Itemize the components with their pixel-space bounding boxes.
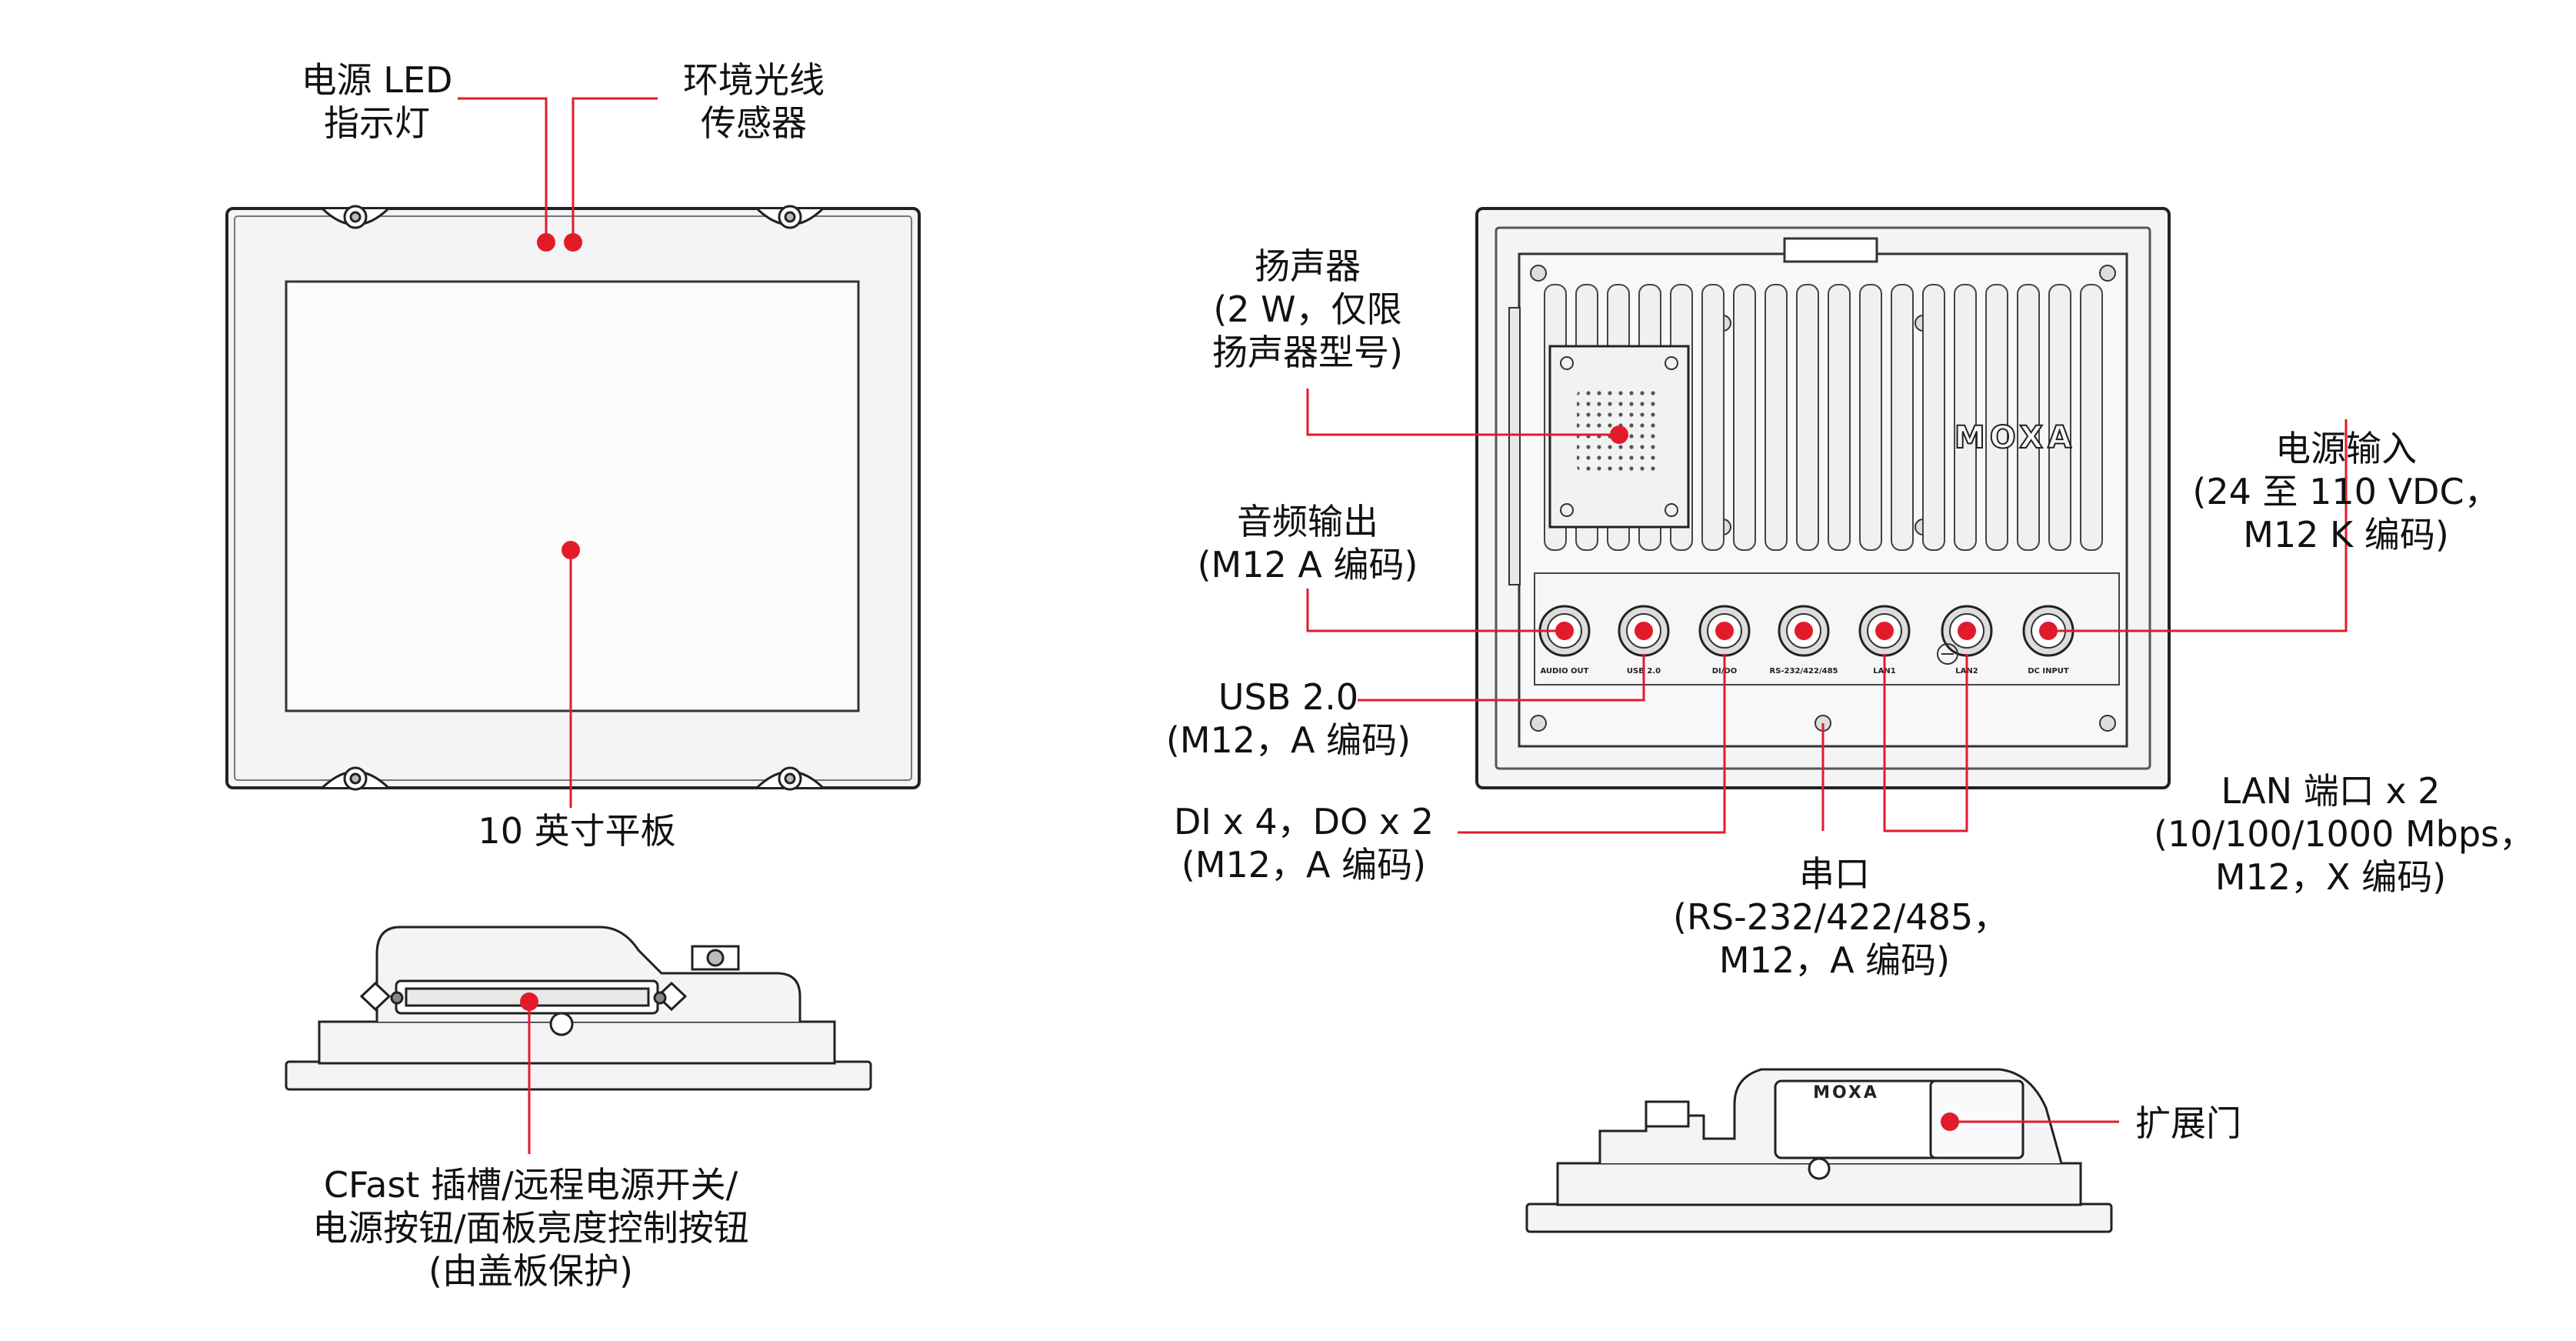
heatsink-fin [1891,284,1914,551]
callout-dot [1941,1112,1959,1131]
bottom-view [285,926,872,1091]
front-screen [285,280,860,712]
heatsink-fin [1985,284,2008,551]
ground-icon [1937,643,1958,665]
heatsink-fin [1859,284,1882,551]
callout-dot [562,541,580,559]
connector-label: AUDIO OUT [1541,667,1589,676]
leader-lines [458,97,2348,1154]
label-lan: LAN 端口 x 2(10/100/1000 Mbps，M12，X 编码) [2154,770,2535,898]
mount-tab [322,205,824,791]
label-tablet: 10 英寸平板 [478,810,676,852]
callout-dot [1958,622,1976,640]
heatsink-fin [2048,284,2071,551]
label-power-input: 电源输入(24 至 110 VDC，M12 K 编码) [2192,428,2500,555]
expansion-door [1929,1079,2024,1159]
heatsink-fin [1828,284,1851,551]
leader-line [1883,654,1968,832]
label-expansion-door: 扩展门 [2135,1102,2241,1144]
callout-dot [1715,622,1734,640]
leader-line [458,97,548,242]
heatsink-fin [1733,284,1756,551]
leader-line [572,97,658,242]
callout-dot [2039,622,2058,640]
label-dio: DI x 4，DO x 2(M12，A 编码) [1173,801,1435,886]
callout-dot [1610,425,1628,444]
callout-dot [564,233,582,252]
heatsink-fin [1954,284,1977,551]
heatsink-fin [2080,284,2103,551]
leader-line [1306,589,1565,632]
connector-label: RS-232/422/485 [1770,667,1838,676]
callout-dot [520,992,538,1011]
label-audio-out: 音频输出(M12 A 编码) [1197,501,1418,585]
callout-dot [1875,622,1894,640]
label-serial: 串口(RS-232/422/485，M12，A 编码) [1673,853,2009,981]
heatsink-fin [1701,284,1725,551]
callout-dot [537,233,555,252]
leader-line [1306,389,1619,436]
connector-label: DC INPUT [2028,667,2069,676]
leader-line [2048,419,2348,632]
label-ambient-sensor: 环境光线传感器 [683,59,825,144]
label-speaker: 扬声器(2 W，仅限扬声器型号) [1212,245,1403,373]
heatsink-fin [2017,284,2040,551]
heatsink-fin [1765,284,1788,551]
front-view [225,205,921,791]
label-cfast: CFast 插槽/远程电源开关/电源按钮/面板亮度控制按钮(由盖板保护) [312,1164,749,1292]
leader-line [1358,654,1645,702]
svg-text:MOXA: MOXA [1813,1083,1879,1102]
callout-dot [1635,622,1653,640]
heatsink-fin [1922,284,1945,551]
label-usb: USB 2.0(M12，A 编码) [1165,676,1411,761]
callout-dot [1555,622,1574,640]
rear-bottom-view: MOXA [1525,1068,2113,1233]
callout-dot [1795,622,1813,640]
callout-markers [520,233,2058,1131]
heatsink-fin [1796,284,1819,551]
brand-logo: MOXA [1954,420,2076,455]
leader-line [1458,654,1726,834]
